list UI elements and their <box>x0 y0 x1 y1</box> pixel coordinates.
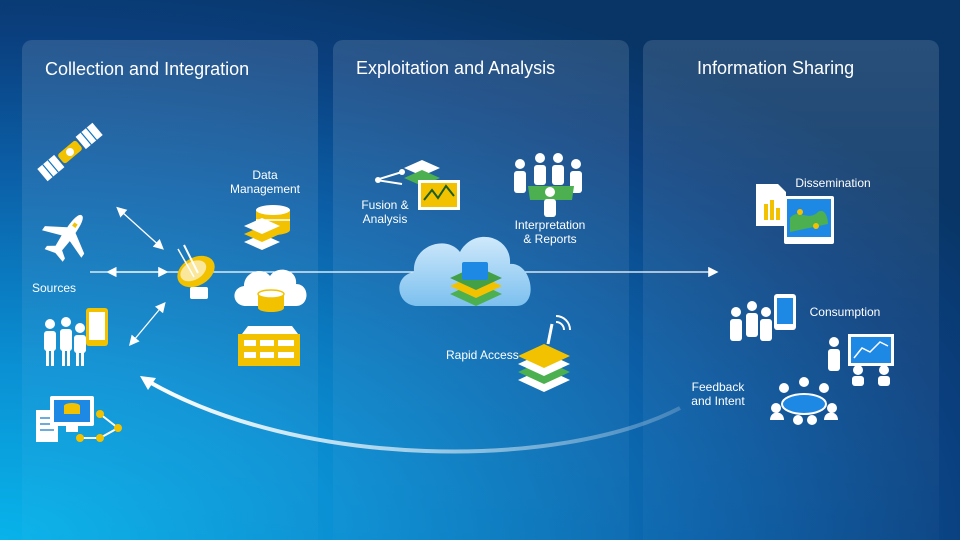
server-rack-icon <box>238 326 300 366</box>
label-consumption: Consumption <box>809 305 881 319</box>
aircraft-icon <box>42 214 85 262</box>
people-collaboration-icon <box>514 153 582 217</box>
label-interpretation-reports: Interpretation & Reports <box>514 218 586 246</box>
label-dissemination: Dissemination <box>795 176 871 190</box>
computer-network-icon <box>36 396 122 442</box>
source-arrow-top <box>116 206 164 250</box>
satellite-icon <box>37 122 103 182</box>
satellite-dish-icon <box>177 244 215 299</box>
label-fusion-analysis: Fusion & Analysis <box>361 198 409 226</box>
label-data-management: Data Management <box>229 168 301 196</box>
source-arrow-bottom <box>129 302 166 346</box>
presentation-icon <box>828 334 894 386</box>
people-mobile-icon <box>44 308 108 366</box>
people-tablet-icon <box>730 294 796 341</box>
wireless-layers-icon <box>518 315 571 392</box>
feedback-arrowhead <box>140 376 156 390</box>
panel-title-sharing: Information Sharing <box>697 58 855 78</box>
panel-title-collection: Collection and Integration <box>45 59 250 79</box>
meeting-icon <box>770 377 838 425</box>
cloud-layers-icon <box>399 236 531 306</box>
workflow-map-icon <box>375 160 460 210</box>
panel-title-exploitation: Exploitation and Analysis <box>356 58 556 78</box>
label-feedback-intent: Feedback and Intent <box>691 380 745 408</box>
cloud-database-icon <box>234 269 307 312</box>
label-sources: Sources <box>31 281 77 295</box>
report-map-icon <box>756 184 834 244</box>
feedback-curve <box>144 378 681 454</box>
layers-icon <box>244 218 280 250</box>
label-rapid-access: Rapid Access <box>446 348 519 362</box>
panel-sharing <box>643 40 939 540</box>
